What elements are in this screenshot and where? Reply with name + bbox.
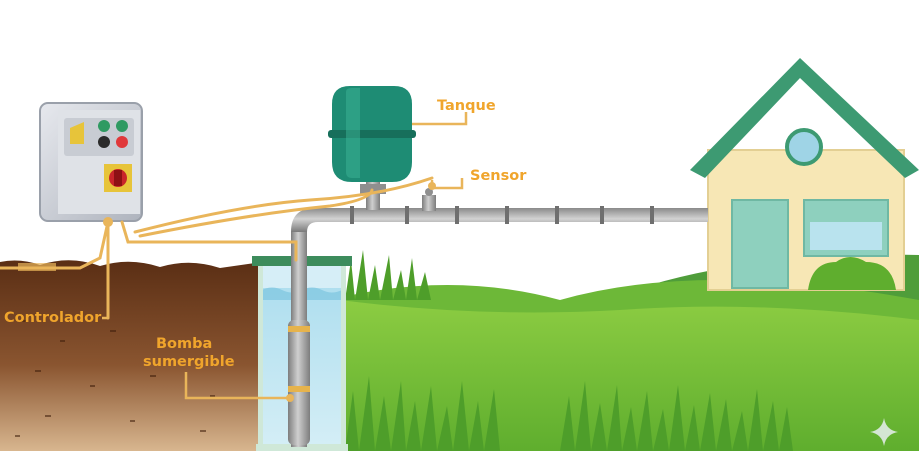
submersible-pump [288,320,310,445]
controller-dot [103,217,113,227]
label-controlador: Controlador [4,310,102,326]
label-sensor: Sensor [470,168,527,184]
house-door [731,199,789,289]
pressure-sensor [422,188,436,211]
label-bomba: Bomba [156,336,212,352]
label-sumergible: sumergible [143,354,235,370]
wire-connector [18,263,56,271]
label-tanque: Tanque [437,98,496,114]
green-indicator-light [98,120,110,132]
sparkle-icon [870,418,898,446]
soil-texture [15,320,215,437]
red-indicator-light [116,136,128,148]
soil-ground [0,260,262,451]
house [690,58,919,291]
house-roof [690,58,919,178]
main-pipe [291,206,708,232]
house-round-window [785,128,823,166]
controller-box [39,102,143,222]
house-bush [808,257,896,290]
grass-blades [345,250,793,451]
